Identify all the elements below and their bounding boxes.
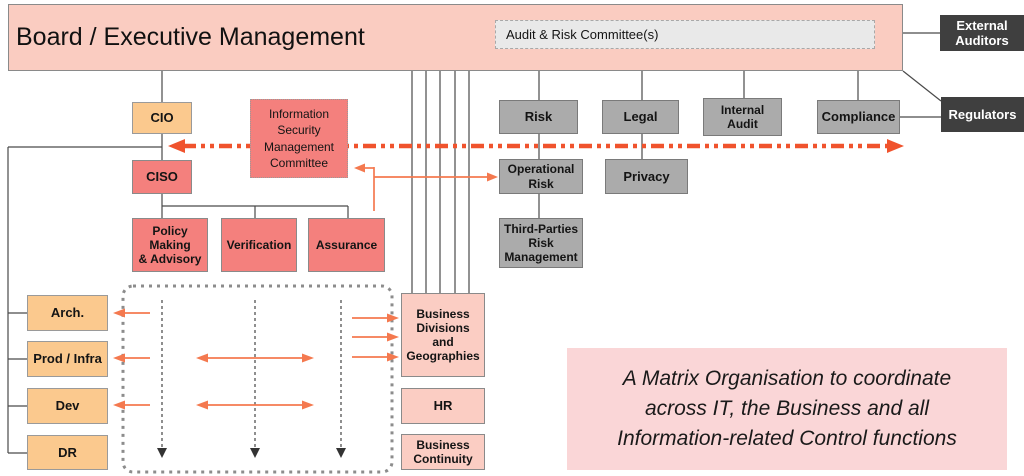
dr-box: DR: [27, 435, 108, 470]
compliance-box: Compliance: [817, 100, 900, 134]
delegation-dashed-arrows: [157, 300, 346, 458]
external-auditors-box: External Auditors: [940, 15, 1024, 51]
black-connectors: [7, 32, 942, 454]
verification-box: Verification: [221, 218, 297, 272]
operational-risk-box: Operational Risk: [499, 159, 583, 194]
business-continuity-box: Business Continuity: [401, 434, 485, 470]
dev-box: Dev: [27, 388, 108, 424]
info-security-management-committee-box: Information Security Management Committe…: [250, 99, 348, 178]
coordination-arrows: [113, 163, 498, 410]
internal-audit-box: Internal Audit: [703, 98, 782, 136]
board-title: Board / Executive Management: [16, 22, 365, 51]
arch-box: Arch.: [27, 295, 108, 331]
prod-infra-box: Prod / Infra: [27, 341, 108, 377]
assurance-box: Assurance: [308, 218, 385, 272]
privacy-box: Privacy: [605, 159, 688, 194]
third-parties-risk-box: Third-Parties Risk Management: [499, 218, 583, 268]
legal-box: Legal: [602, 100, 679, 134]
hr-box: HR: [401, 388, 485, 424]
cio-box: CIO: [132, 102, 192, 134]
audit-risk-committee-box: Audit & Risk Committee(s): [495, 20, 875, 49]
risk-box: Risk: [499, 100, 578, 134]
business-divisions-box: Business Divisions and Geographies: [401, 293, 485, 377]
policy-making-advisory-box: Policy Making & Advisory: [132, 218, 208, 272]
regulators-box: Regulators: [941, 97, 1024, 132]
matrix-dotted-frame: [121, 284, 394, 474]
matrix-organisation-note: A Matrix Organisation to coordinate acro…: [567, 348, 1007, 470]
ciso-box: CISO: [132, 160, 192, 194]
